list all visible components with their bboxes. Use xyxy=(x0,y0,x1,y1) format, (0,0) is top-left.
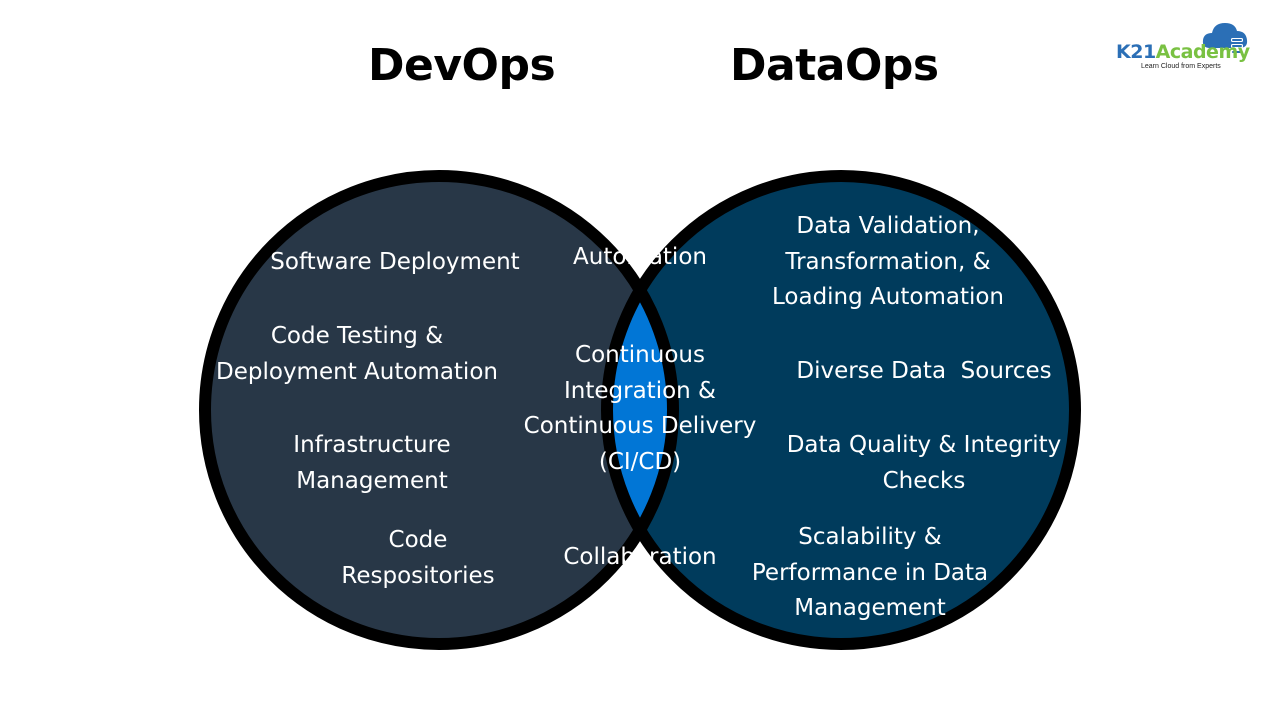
dataops-circle-outline xyxy=(601,170,1081,650)
shared-item-ci-cd: Continuous Integration & Continuous Deli… xyxy=(523,342,757,475)
k21academy-logo: K21Academy Learn Cloud from Experts xyxy=(1112,18,1262,78)
shared-item-automation: Automation xyxy=(573,244,707,270)
devops-circle-outline xyxy=(199,170,679,650)
devops-item-code-testing: Code Testing & Deployment Automation xyxy=(216,323,498,385)
devops-item-software-deployment: Software Deployment xyxy=(270,249,520,275)
logo-wordmark: K21Academy xyxy=(1116,40,1250,64)
dataops-item-data-validation: Data Validation, Transformation, & Loadi… xyxy=(771,213,1005,310)
devops-item-code-repositories: Code Respositories xyxy=(341,527,495,589)
dataops-circle xyxy=(607,176,1075,644)
logo-name-part2: Academy xyxy=(1155,41,1250,63)
dataops-item-data-quality: Data Quality & Integrity Checks xyxy=(786,432,1062,494)
shared-item-collaboration: Collaboration xyxy=(563,544,717,570)
dataops-item-scalability: Scalability & Performance in Data Manage… xyxy=(751,524,989,621)
logo-tagline: Learn Cloud from Experts xyxy=(1141,63,1221,70)
logo-name-part1: K21 xyxy=(1116,41,1156,63)
dataops-title: DataOps xyxy=(730,40,939,91)
devops-title: DevOps xyxy=(368,40,556,91)
devops-item-infrastructure: Infrastructure Management xyxy=(293,432,451,494)
cloud-icon xyxy=(1202,23,1248,54)
dataops-item-diverse-sources: Diverse Data Sources xyxy=(796,358,1052,384)
devops-circle xyxy=(205,176,673,644)
